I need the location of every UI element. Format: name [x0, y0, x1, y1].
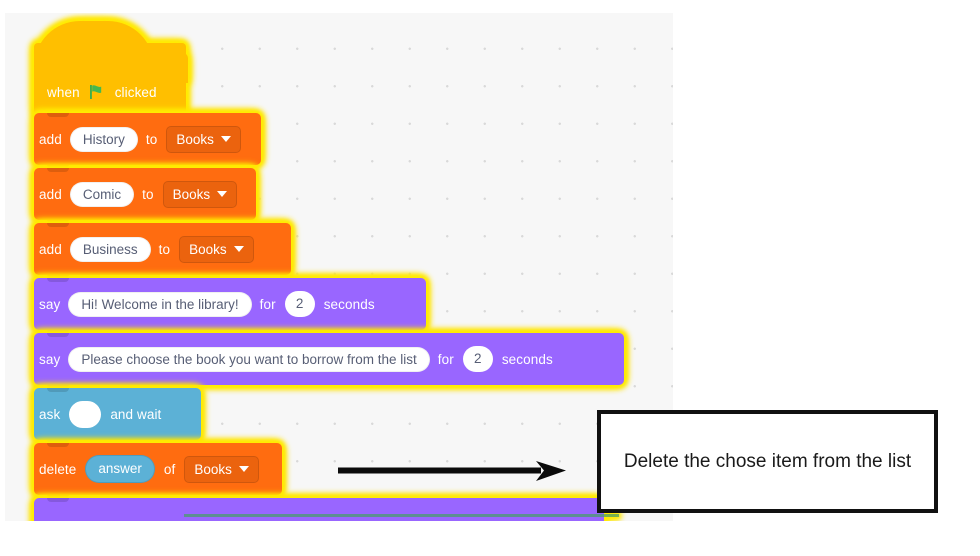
text-input-business[interactable]: Business	[69, 236, 151, 262]
dropdown-label: Books	[172, 186, 211, 202]
block-label-for: for	[259, 296, 276, 312]
annotation-callout-text: Delete the chose item from the list	[623, 450, 912, 472]
block-label-of: of	[163, 461, 176, 477]
reporter-answer[interactable]: answer	[85, 455, 155, 483]
text-input-ask-prompt[interactable]	[69, 400, 102, 428]
block-label-to: to	[158, 241, 171, 257]
dropdown-label: Books	[176, 131, 214, 147]
chevron-down-icon	[220, 136, 231, 142]
number-input-seconds[interactable]: 2	[462, 346, 493, 372]
script-stack[interactable]: when clicked add History to Books	[26, 21, 626, 521]
block-label-seconds: seconds	[501, 351, 553, 367]
block-label-and-wait: and wait	[110, 406, 162, 422]
block-label-delete: delete	[39, 461, 77, 477]
dropdown-list-books[interactable]: Books	[184, 455, 259, 483]
dropdown-label: Books	[189, 241, 227, 257]
block-label-clicked: clicked	[114, 84, 157, 100]
block-label-when: when	[47, 84, 80, 100]
block-say-welcome-for-seconds[interactable]: say Hi! Welcome in the library! for 2 se…	[34, 278, 426, 334]
scratch-code-canvas[interactable]: when clicked add History to Books	[5, 13, 673, 521]
chevron-down-icon	[217, 191, 228, 197]
dropdown-label: Books	[194, 461, 232, 477]
partial-input-strip	[184, 514, 619, 517]
block-next-partial[interactable]	[34, 498, 619, 521]
dropdown-list-books[interactable]: Books	[179, 235, 254, 263]
block-add-business-to-books[interactable]: add Business to Books	[34, 223, 291, 279]
block-label-to: to	[142, 186, 154, 202]
block-label-add: add	[39, 186, 62, 202]
block-label-for: for	[437, 351, 454, 367]
text-input-comic[interactable]: Comic	[69, 181, 135, 207]
number-input-seconds[interactable]: 2	[284, 291, 315, 317]
block-label-to: to	[145, 131, 158, 147]
chevron-down-icon	[238, 466, 249, 472]
text-input-say-message[interactable]: Hi! Welcome in the library!	[68, 291, 252, 317]
block-say-choose-for-seconds[interactable]: say Please choose the book you want to b…	[34, 333, 624, 389]
dropdown-list-books[interactable]: Books	[166, 125, 241, 153]
block-add-history-to-books[interactable]: add History to Books	[34, 113, 261, 169]
block-label-say: say	[39, 351, 61, 367]
block-label-add: add	[39, 131, 62, 147]
chevron-down-icon	[233, 246, 244, 252]
block-when-flag-clicked[interactable]: when clicked	[34, 21, 188, 119]
block-label-add: add	[39, 241, 62, 257]
block-label-ask: ask	[39, 406, 61, 422]
hat-shoulder	[134, 53, 188, 83]
dropdown-list-books[interactable]: Books	[162, 180, 238, 208]
green-flag-icon	[89, 84, 106, 100]
block-label-seconds: seconds	[323, 296, 375, 312]
block-ask-and-wait[interactable]: ask and wait	[34, 388, 201, 444]
right-arrow-icon	[338, 459, 566, 483]
text-input-say-message[interactable]: Please choose the book you want to borro…	[68, 346, 430, 372]
block-label-say: say	[39, 296, 61, 312]
block-delete-answer-of-books[interactable]: delete answer of Books	[34, 443, 282, 499]
annotation-callout: Delete the chose item from the list	[597, 410, 938, 513]
block-add-comic-to-books[interactable]: add Comic to Books	[34, 168, 256, 224]
text-input-history[interactable]: History	[69, 126, 138, 152]
